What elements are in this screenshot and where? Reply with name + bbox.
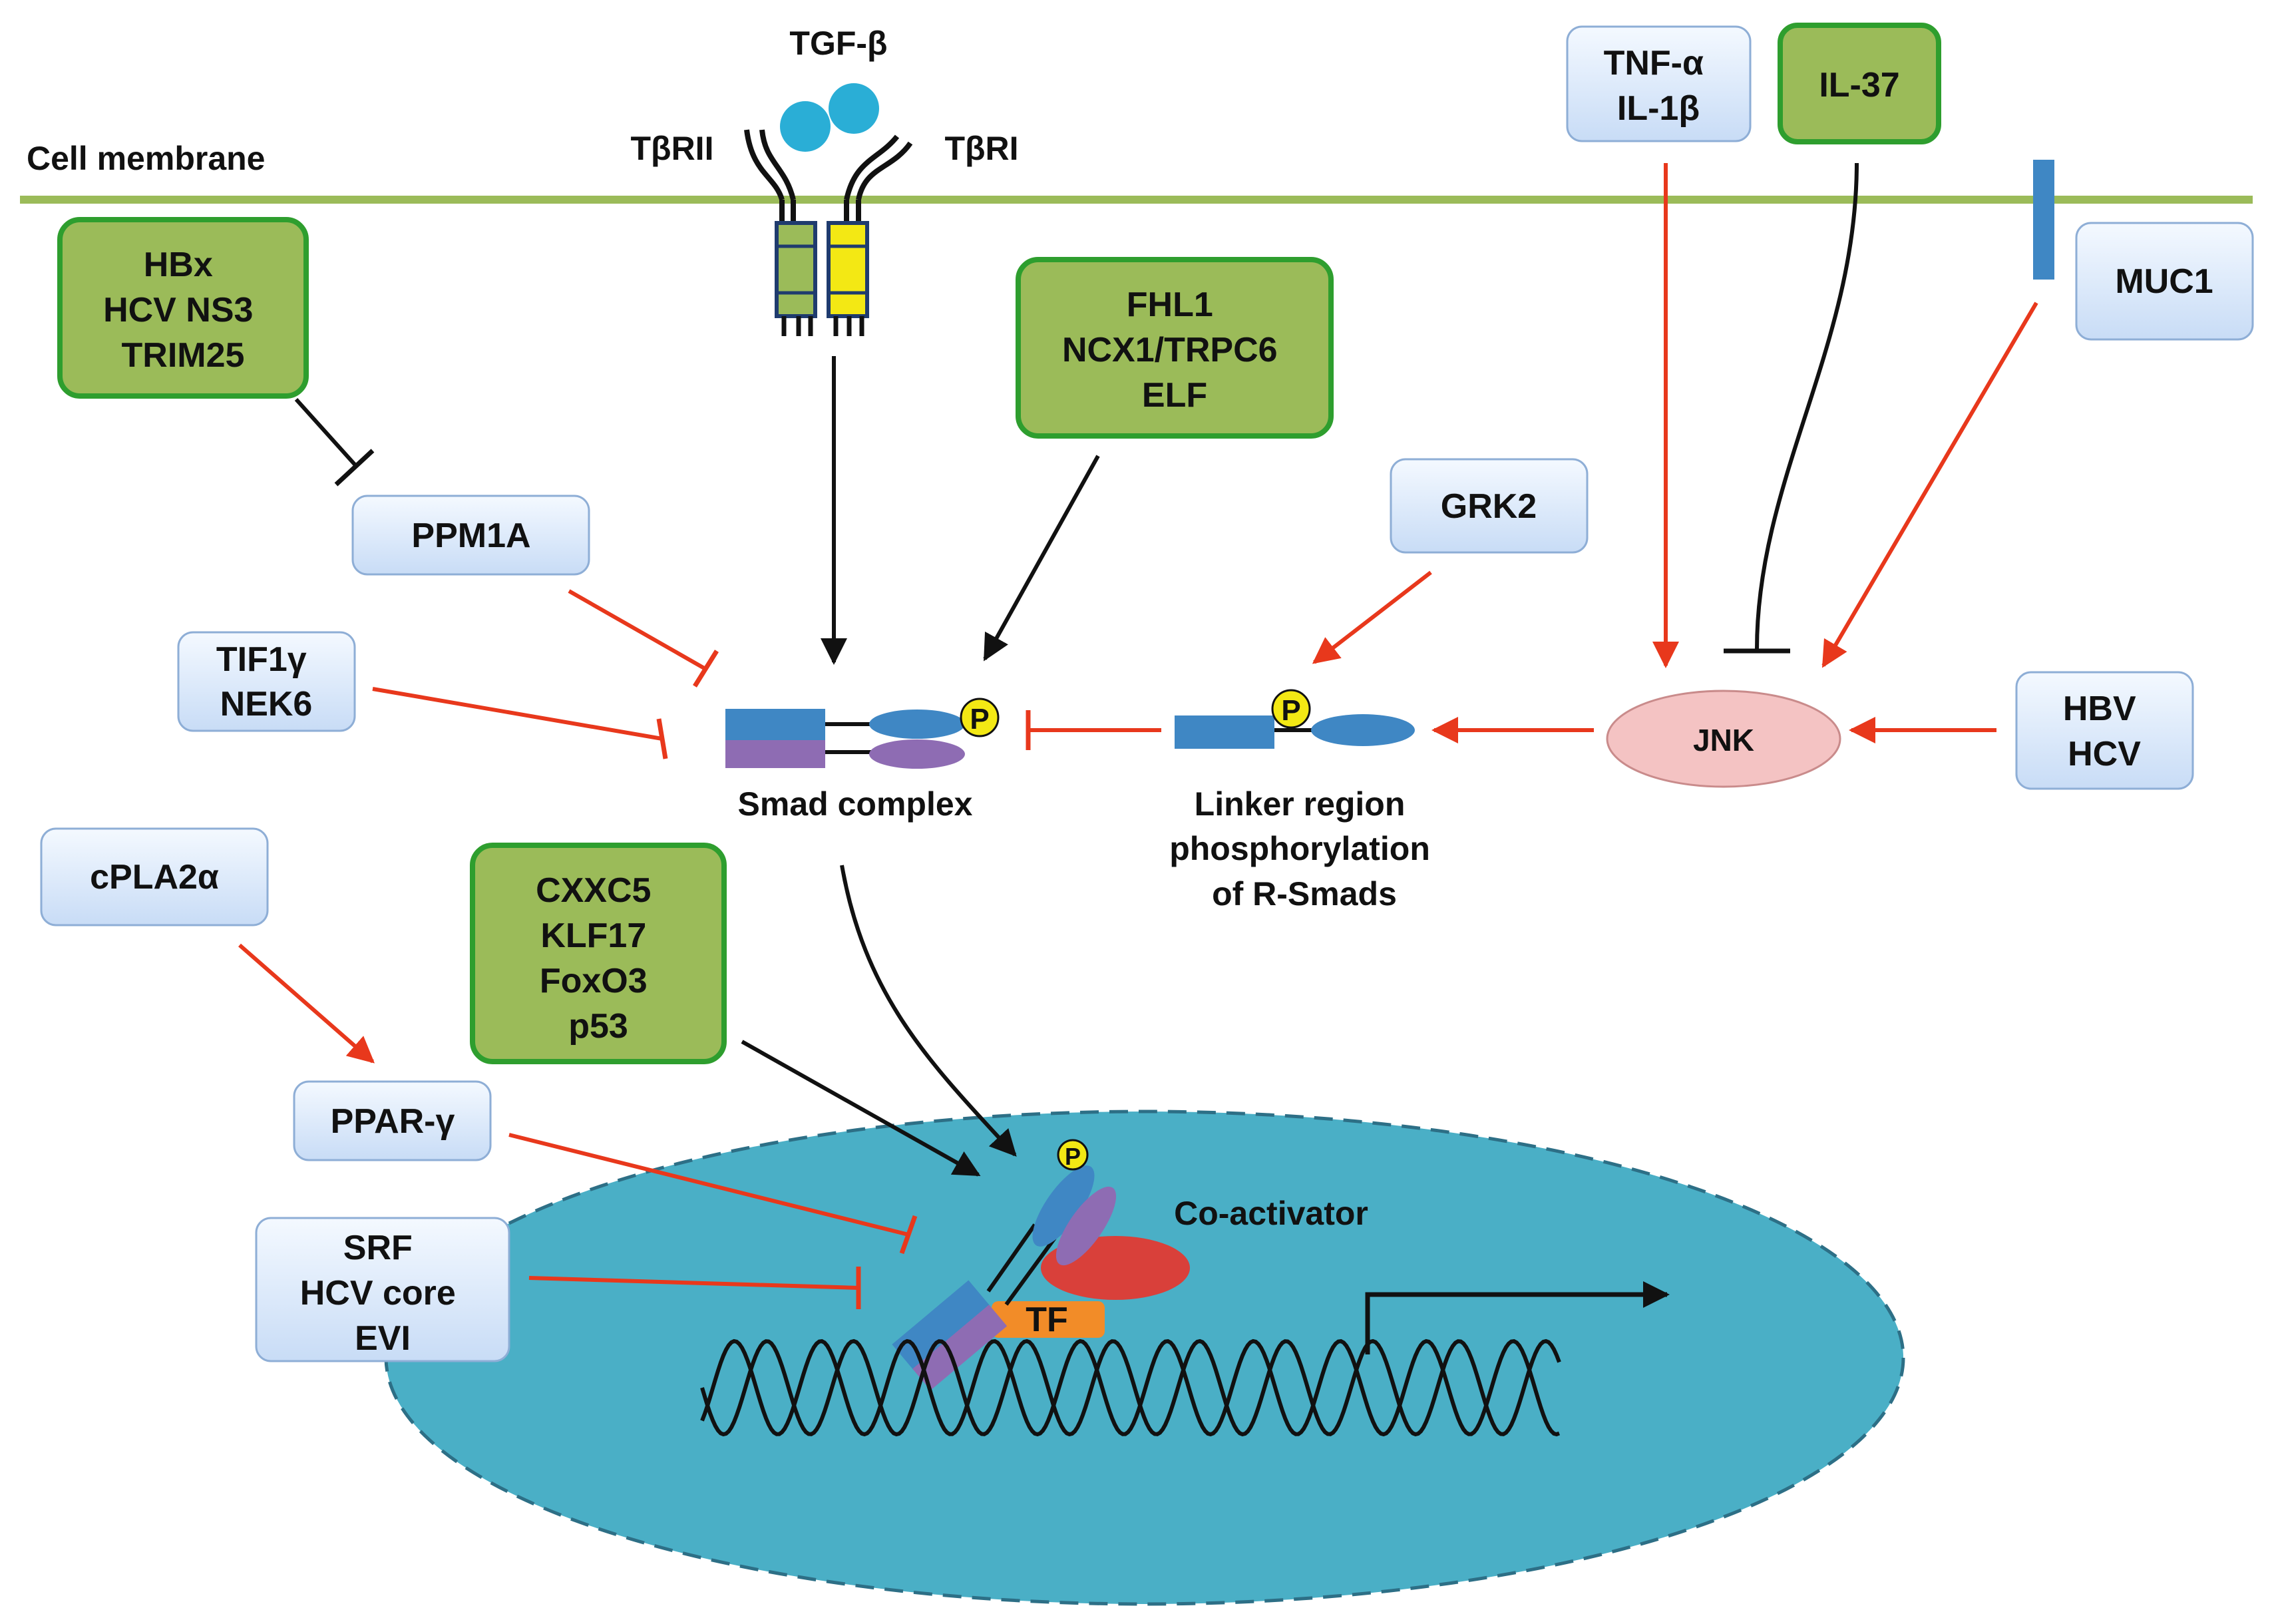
hbx-box: [57, 217, 309, 399]
fhl1-box: [1016, 257, 1334, 439]
il37-text: IL-37: [1819, 66, 1899, 104]
hbv-box: [2015, 671, 2194, 790]
smad-to-nucleus-arrow: [840, 865, 1017, 1157]
muc1-to-jnk-arrow: [1821, 302, 2038, 668]
dna-strand-2: [700, 1338, 1561, 1437]
ppm1a-text: PPM1A: [411, 516, 530, 555]
tif1g-text: TIF1γ NEK6: [216, 640, 316, 723]
dna-strand-1: [700, 1338, 1561, 1437]
grk2-box: [1390, 458, 1589, 554]
tif1g-box: [177, 631, 356, 732]
cpla2a-box: [40, 827, 269, 926]
nucleus: [384, 1110, 1905, 1606]
jnk-label: JNK: [1693, 723, 1754, 757]
tnfa-text: TNF-α IL-1β: [1604, 44, 1714, 128]
grk2-text: GRK2: [1441, 487, 1537, 526]
cpla2a-to-pparg-arrow: [238, 943, 375, 1064]
muc1-bar: [2033, 160, 2054, 280]
smad-p-label: P: [970, 703, 989, 735]
tnfa-box: [1566, 25, 1752, 142]
hbx-text: HBx HCV NS3 TRIM25: [103, 246, 263, 375]
tbri-label: TβRI: [944, 130, 1018, 167]
cxxc5-to-nucleus-arrow: [741, 1040, 981, 1177]
cxxc5-text: CXXC5 KLF17 FoxO3 p53: [536, 871, 661, 1046]
tbrii-label: TβRII: [631, 130, 714, 167]
linker-label: Linker region phosphorylation of R-Smads: [1169, 785, 1439, 913]
linker-p-label: P: [1281, 694, 1300, 727]
cell-membrane-label: Cell membrane: [27, 140, 265, 177]
srf-inhibits-nuclear-smad: [528, 1276, 859, 1290]
hbx-inhibits-ppm1a: [294, 397, 358, 468]
jnk-node: [1606, 690, 1841, 788]
coactivator-label: Co-activator: [1174, 1195, 1368, 1232]
pparg-inhibits-nuclear-smad: [508, 1133, 909, 1237]
ppm1a-box: [351, 495, 590, 576]
hbv-text: HBV HCV: [2063, 690, 2146, 773]
muc1-box: [2075, 222, 2254, 341]
cxxc5-box: [470, 843, 727, 1064]
tgf-beta-ligand-2: [829, 83, 879, 134]
tf-label: TF: [1026, 1301, 1068, 1339]
il37-box: [1778, 23, 1941, 144]
tbrii-domain: [775, 221, 817, 318]
cpla2a-text: cPLA2α: [90, 858, 219, 897]
linker-smad: P: [1175, 689, 1415, 749]
transcription-arrow: [1365, 1281, 1670, 1354]
nuclear-smad-complex: TF P: [892, 1139, 1190, 1390]
muc1-text: MUC1: [2115, 262, 2213, 301]
smad-complex: P: [725, 698, 1000, 769]
fhl1-text: FHL1 NCX1/TRPC6 ELF: [1062, 286, 1287, 415]
pparg-text: PPAR-γ: [331, 1102, 455, 1141]
grk2-to-linker-arrow: [1312, 570, 1432, 664]
tgf-beta-receptor: [744, 83, 913, 336]
srf-text: SRF HCV core EVI: [300, 1229, 466, 1358]
tgf-beta-label: TGF-β: [789, 25, 887, 62]
srf-box: [255, 1217, 510, 1362]
il37-inhibits-jnk: [1755, 162, 1859, 650]
tbri-domain: [827, 221, 869, 318]
fhl1-to-smad-arrow: [983, 455, 1100, 662]
tgf-beta-ligand-1: [780, 101, 831, 152]
pparg-box: [293, 1080, 492, 1161]
nuclear-p-label: P: [1065, 1143, 1081, 1170]
smad-complex-label: Smad complex: [738, 785, 973, 823]
ppm1a-inhibits-smad: [568, 589, 707, 671]
tif1g-inhibits-smad: [372, 687, 663, 741]
